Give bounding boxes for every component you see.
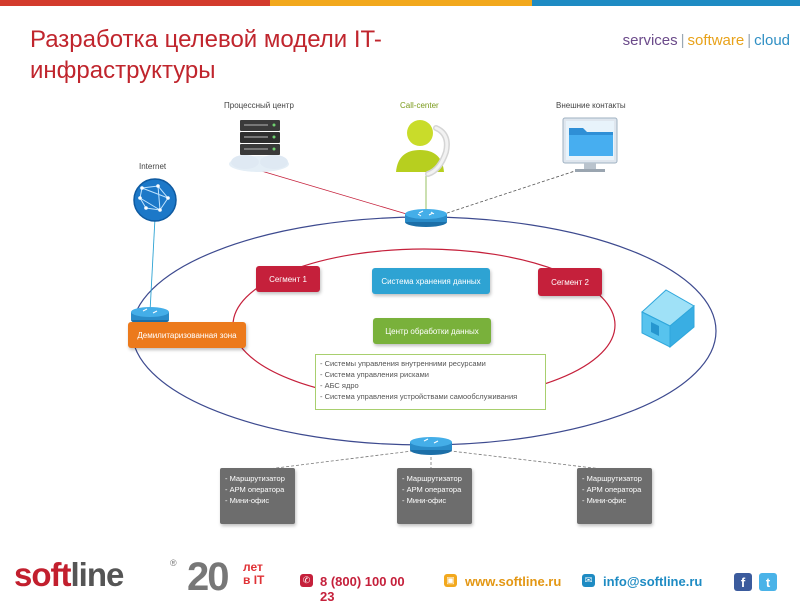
- segment-1-box: Сегмент 1: [256, 266, 320, 292]
- top-color-bar: [0, 0, 800, 6]
- dmz-box: Демилитаризованная зона: [128, 322, 246, 348]
- branch-item: - Мини-офис: [225, 496, 270, 505]
- footer: [0, 550, 800, 600]
- top-bar-orange: [270, 0, 532, 6]
- list-item: - Система управления рисками: [320, 370, 429, 379]
- external-contacts-label: Внешние контакты: [556, 101, 626, 110]
- tagline: services|software|cloud: [623, 32, 790, 49]
- twitter-icon[interactable]: t: [759, 573, 777, 591]
- house-icon: [641, 289, 695, 349]
- globe-icon: [133, 178, 177, 222]
- data-center-box: Центр обработки данных: [373, 318, 491, 344]
- list-item: - АБС ядро: [320, 381, 359, 390]
- branch-item: - АРМ оператора: [402, 485, 462, 494]
- storage-box: Система хранения данных: [372, 268, 490, 294]
- branch-item: - Маршрутизатор: [225, 474, 285, 483]
- email-link[interactable]: info@softline.ru: [603, 574, 703, 589]
- link-branch-1: [259, 448, 429, 471]
- registered-mark: ®: [170, 558, 177, 568]
- monitor-folder-icon: [562, 117, 618, 172]
- branch-item: - АРМ оператора: [225, 485, 285, 494]
- facebook-icon[interactable]: f: [734, 573, 752, 591]
- router-icon: [405, 209, 447, 227]
- call-center-label: Call-center: [400, 101, 439, 110]
- tagline-separator: |: [680, 32, 685, 49]
- phone-icon: ✆: [300, 574, 313, 587]
- branch-item: - АРМ оператора: [582, 485, 642, 494]
- link-branch-3: [433, 448, 611, 471]
- internet-label: Internet: [139, 162, 167, 171]
- tagline-services: services: [622, 32, 678, 49]
- list-item: - Система управления устройствами самооб…: [320, 392, 518, 401]
- call-center-icon: [396, 120, 450, 177]
- top-bar-red: [0, 0, 270, 6]
- web-icon: ▣: [444, 574, 457, 587]
- processing-center-label: Процессный центр: [224, 101, 294, 110]
- branch-box-3: - Маршрутизатор - АРМ оператора - Мини-о…: [577, 468, 652, 524]
- branch-box-2: - Маршрутизатор - АРМ оператора - Мини-о…: [397, 468, 472, 524]
- branch-item: - Мини-офис: [402, 496, 447, 505]
- link-processing-center: [257, 169, 421, 219]
- router-icon: [410, 437, 452, 455]
- branch-item: - Маршрутизатор: [402, 474, 462, 483]
- email-icon: ✉: [582, 574, 595, 587]
- top-bar-blue: [532, 0, 800, 6]
- website-link[interactable]: www.softline.ru: [465, 574, 562, 589]
- branch-item: - Мини-офис: [582, 496, 627, 505]
- page-title: Разработка целевой модели IT-инфраструкт…: [30, 26, 382, 84]
- tagline-cloud: cloud: [754, 32, 790, 49]
- branch-box-1: - Маршрутизатор - АРМ оператора - Мини-о…: [220, 468, 295, 524]
- list-item: - Системы управления внутренними ресурса…: [320, 359, 486, 368]
- branch-item: - Маршрутизатор: [582, 474, 642, 483]
- link-external-contacts: [431, 169, 579, 219]
- tagline-separator: |: [747, 32, 752, 49]
- data-center-list: - Системы управления внутренними ресурса…: [315, 354, 546, 410]
- anniversary-number: 20: [187, 555, 229, 599]
- anniversary-text: лет в IT: [243, 560, 265, 587]
- softline-logo: softline: [14, 556, 124, 593]
- tagline-software: software: [687, 32, 745, 49]
- segment-2-box: Сегмент 2: [538, 268, 602, 296]
- link-internet: [149, 217, 156, 313]
- server-icon: [229, 120, 289, 172]
